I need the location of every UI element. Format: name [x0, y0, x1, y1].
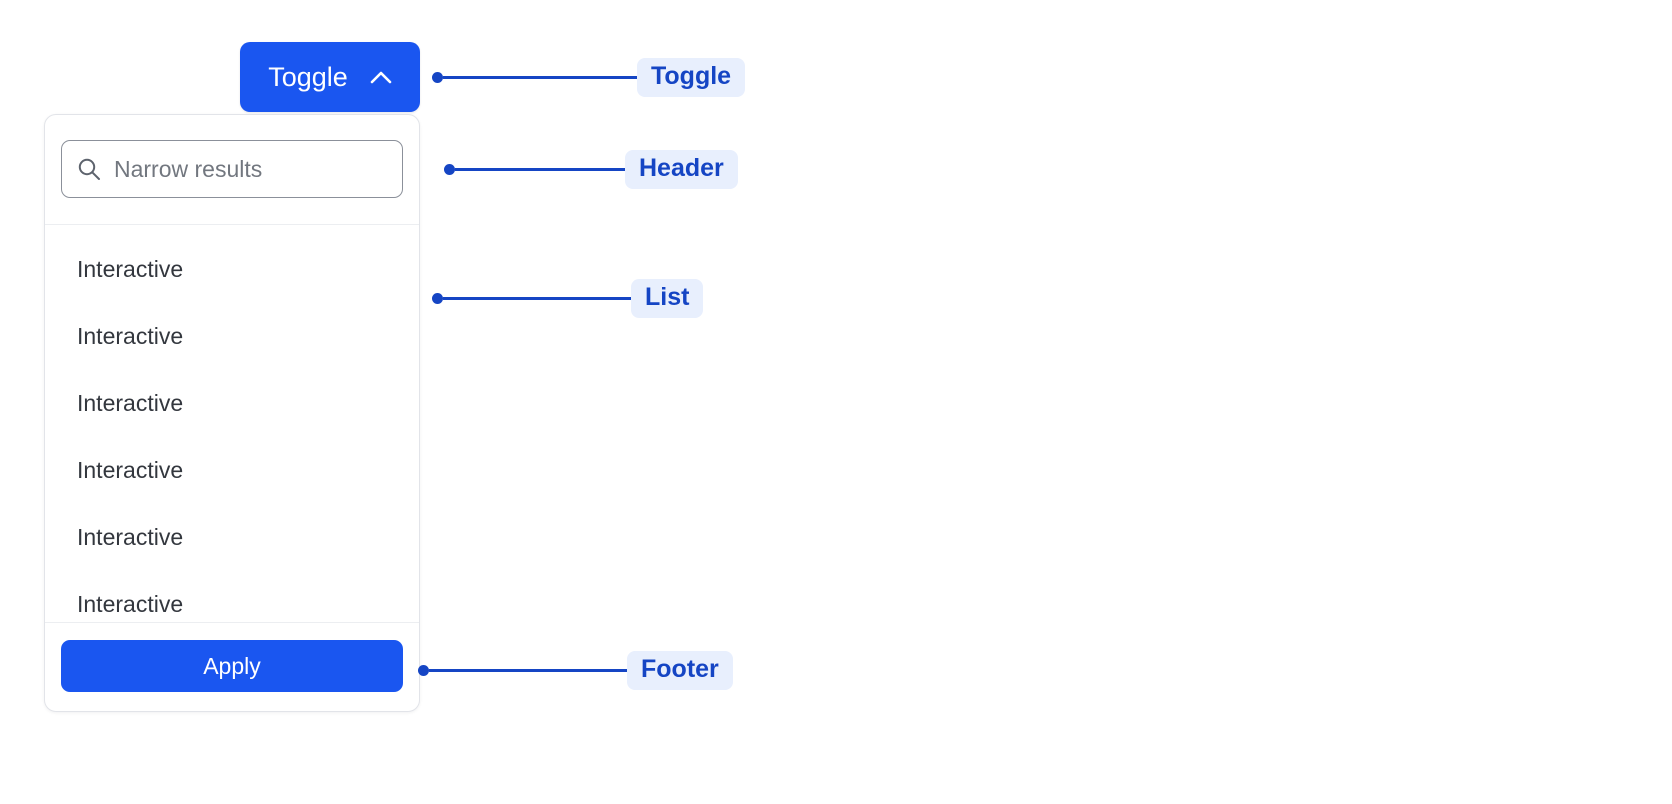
- list-item-label: Interactive: [77, 256, 184, 282]
- annotation-label-footer: Footer: [627, 650, 733, 690]
- list-item-label: Interactive: [77, 524, 184, 550]
- list-item[interactable]: Interactive: [45, 236, 419, 303]
- list-item[interactable]: Interactive: [45, 571, 419, 622]
- dropdown-footer: Apply: [45, 622, 419, 711]
- apply-button[interactable]: Apply: [61, 640, 403, 692]
- toggle-button-label: Toggle: [268, 61, 348, 92]
- search-field[interactable]: [61, 140, 403, 198]
- toggle-button[interactable]: Toggle: [240, 42, 420, 112]
- dropdown-list: Interactive Interactive Interactive Inte…: [45, 225, 419, 622]
- annotation-line: [455, 167, 627, 171]
- dropdown-header: [45, 115, 419, 225]
- annotation-label-header: Header: [625, 149, 738, 189]
- list-item-label: Interactive: [77, 390, 184, 416]
- list-item[interactable]: Interactive: [45, 303, 419, 370]
- annotation-line: [429, 668, 629, 672]
- annotation-line: [443, 296, 633, 300]
- list-item[interactable]: Interactive: [45, 504, 419, 571]
- list-item[interactable]: Interactive: [45, 370, 419, 437]
- list-item-label: Interactive: [77, 591, 184, 617]
- search-input[interactable]: [62, 141, 402, 197]
- dropdown-panel: Interactive Interactive Interactive Inte…: [44, 114, 420, 712]
- list-item-label: Interactive: [77, 323, 184, 349]
- annotation-dot: [432, 71, 443, 83]
- annotation-line: [443, 75, 639, 79]
- chevron-up-icon: [370, 70, 392, 84]
- annotation-dot: [444, 163, 455, 175]
- list-item[interactable]: Interactive: [45, 437, 419, 504]
- annotation-label-list: List: [631, 278, 704, 318]
- annotation-label-toggle: Toggle: [637, 57, 746, 97]
- annotation-dot: [418, 664, 429, 676]
- list-item-label: Interactive: [77, 457, 184, 483]
- annotation-dot: [432, 292, 443, 304]
